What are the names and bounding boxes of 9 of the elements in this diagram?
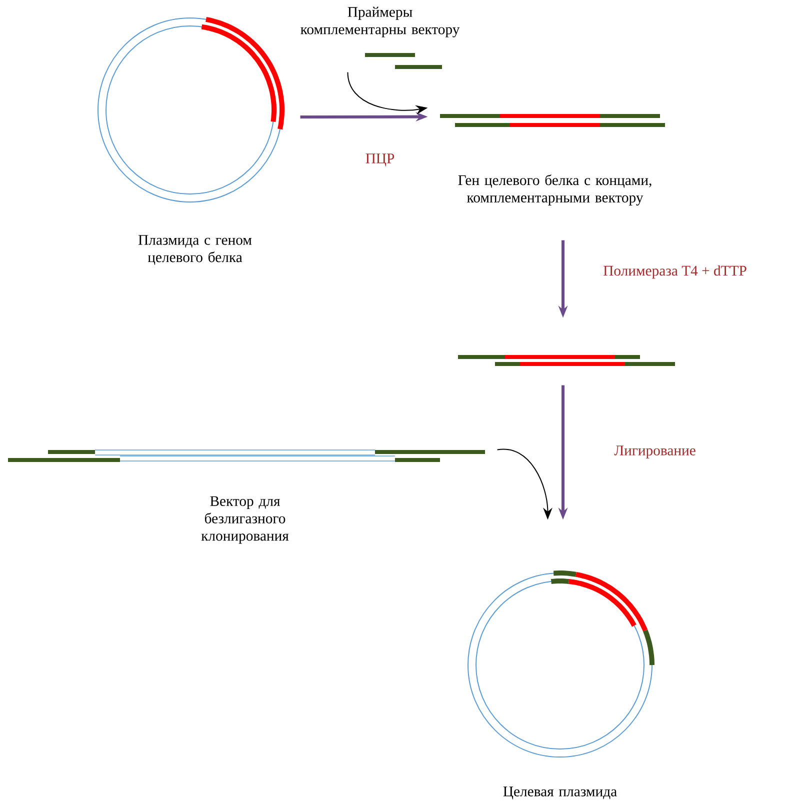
node-label: Вектор для безлигазного клонирования xyxy=(201,496,289,544)
node-label: Целевая плазмида xyxy=(503,786,617,800)
node-label: Плазмида с геном целевого белка xyxy=(138,235,252,265)
node-label: Праймеры комплементарны вектору xyxy=(300,6,460,38)
edge-label: ПЦР xyxy=(364,152,396,168)
edge-label: Полимераза T4 + dTTP xyxy=(602,264,748,280)
dna-drawing xyxy=(458,355,675,366)
node-label: Ген целевого белка с концами, комплементарными вектору xyxy=(458,174,652,206)
edge-label: Лигирование xyxy=(612,444,698,460)
